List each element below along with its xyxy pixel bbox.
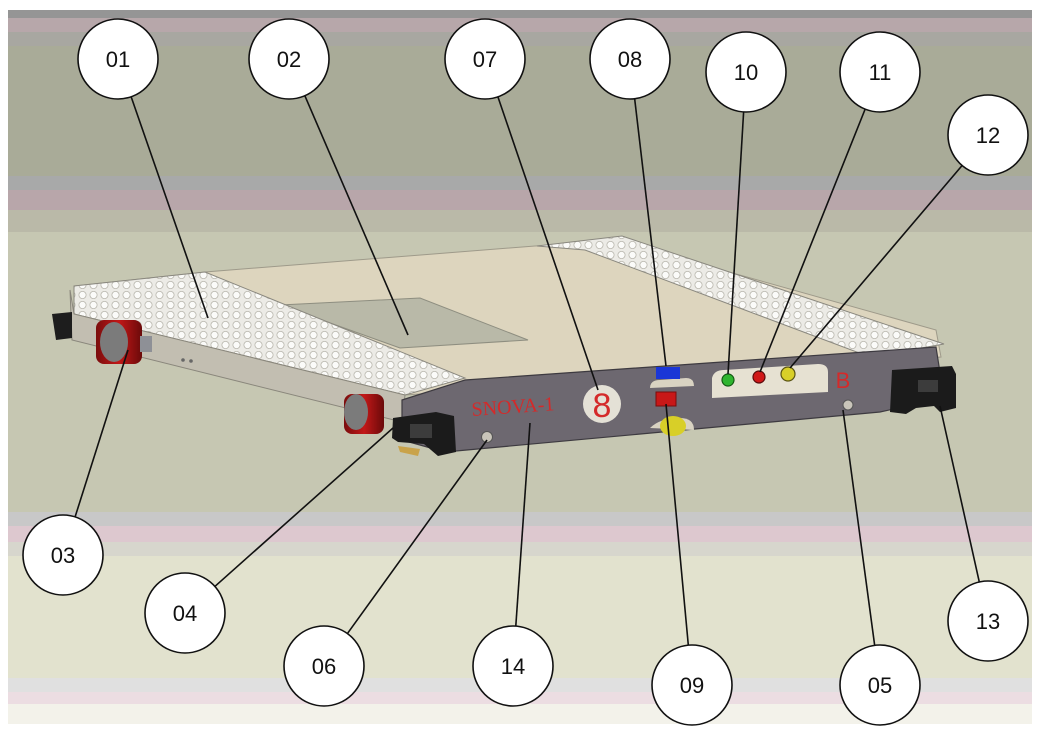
callout-label: 11 (869, 60, 892, 85)
callout-circle (589, 18, 671, 100)
callout-14: 14 (472, 625, 554, 707)
leader-line-12 (789, 164, 963, 369)
leader-line-03 (74, 349, 129, 518)
callout-circle (839, 644, 921, 726)
callout-label: 05 (868, 673, 892, 698)
callout-label: 13 (976, 609, 1000, 634)
callout-circle (444, 18, 526, 100)
leader-line-04 (214, 427, 394, 588)
leader-line-09 (665, 403, 690, 646)
red-button (655, 391, 677, 407)
left-rear-bumper (52, 312, 72, 340)
leader-line-05 (842, 409, 876, 646)
callout-13: 13 (947, 580, 1029, 662)
leader-line-02 (304, 95, 409, 336)
left-tread (73, 271, 467, 396)
led-green (721, 373, 735, 387)
callout-circle (651, 644, 733, 726)
leader-line-11 (759, 108, 866, 373)
leader-line-01 (130, 96, 209, 319)
callout-12: 12 (947, 94, 1029, 176)
callout-label: 01 (106, 47, 130, 72)
callout-circle (947, 94, 1029, 176)
callout-07: 07 (444, 18, 526, 100)
callout-circle (472, 625, 554, 707)
side-letter: B (836, 368, 851, 393)
led-yellow (780, 366, 796, 382)
leader-line-07 (497, 96, 599, 391)
callout-circle (77, 18, 159, 100)
led-bay (712, 364, 828, 398)
leader-line-06 (346, 439, 488, 635)
leader-line-10 (727, 111, 745, 375)
callout-05: 05 (839, 644, 921, 726)
callout-label: 02 (277, 47, 301, 72)
callout-08: 08 (589, 18, 671, 100)
callout-09: 09 (651, 644, 733, 726)
callout-10: 10 (705, 31, 787, 113)
callout-label: 07 (473, 47, 497, 72)
leader-line-14 (514, 422, 531, 627)
led-red (752, 370, 766, 384)
callout-01: 01 (77, 18, 159, 100)
yellow-lamp (660, 416, 686, 436)
callout-04: 04 (144, 572, 226, 654)
center-plate (279, 297, 529, 349)
callout-11: 11 (839, 31, 921, 113)
callout-circle (283, 625, 365, 707)
mounting-hole (481, 431, 493, 443)
blue-sensor (656, 367, 680, 379)
callout-03: 03 (22, 514, 104, 596)
id-badge-number: 8 (593, 387, 612, 425)
callout-06: 06 (283, 625, 365, 707)
leader-line-13 (939, 405, 981, 583)
callout-label: 12 (976, 123, 1000, 148)
callout-circle (22, 514, 104, 596)
callout-label: 06 (312, 654, 336, 679)
callout-circle (248, 18, 330, 100)
callout-label: 08 (618, 47, 642, 72)
callout-circle (705, 31, 787, 113)
callout-label: 14 (501, 654, 525, 679)
rear-left-wheel (344, 394, 384, 434)
agv-body: SNOVA-1 8 B (52, 235, 956, 456)
callout-02: 02 (248, 18, 330, 100)
callout-label: 03 (51, 543, 75, 568)
callout-label: 09 (680, 673, 704, 698)
callout-label: 10 (734, 60, 758, 85)
id-badge (583, 385, 621, 423)
leader-line-08 (633, 98, 667, 367)
callouts: 01 02 07 08 10 11 12 03 04 06 14 09 05 13 (22, 18, 1029, 726)
front-cutout-top (650, 378, 694, 388)
leader-lines (74, 95, 981, 646)
callout-circle (144, 572, 226, 654)
callout-circle (839, 31, 921, 113)
front-left-wheel (96, 320, 152, 364)
callout-label: 04 (173, 601, 197, 626)
callout-circle (947, 580, 1029, 662)
